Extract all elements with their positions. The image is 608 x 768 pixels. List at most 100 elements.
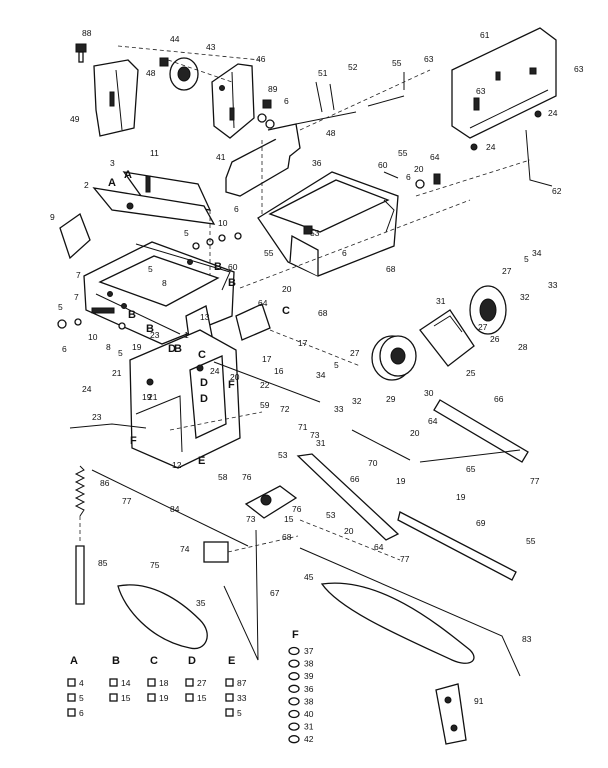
callout-7: 7 [76, 270, 81, 280]
legend-stack-item: 39 [304, 671, 314, 681]
callout-24: 24 [82, 384, 92, 394]
callout-29: 29 [386, 394, 396, 404]
part-46-bracket [211, 63, 255, 139]
legend-group-e-heading: E [228, 655, 235, 667]
callout-19: 19 [142, 392, 152, 402]
letter-tag-a: A [108, 177, 116, 189]
callout-55: 55 [392, 58, 402, 68]
callout-19: 19 [396, 476, 406, 486]
callout-1: 1 [184, 330, 189, 340]
callout-72: 72 [280, 404, 290, 414]
part-29-pulley [371, 335, 417, 381]
callout-27: 27 [350, 348, 360, 358]
callout-30: 30 [424, 388, 434, 398]
callout-53: 53 [278, 450, 288, 460]
part-35-belt [117, 584, 208, 650]
legend-item: 18 [159, 678, 169, 688]
hardware-icon [288, 735, 300, 744]
callout-63: 63 [424, 54, 434, 64]
hardware-icon [288, 722, 300, 731]
callout-45: 45 [304, 572, 314, 582]
letter-tag-c: C [282, 305, 290, 317]
part-91-plate [435, 683, 467, 745]
callout-74: 74 [180, 544, 190, 554]
callout-53: 53 [310, 228, 320, 238]
callout-5: 5 [334, 360, 339, 370]
callout-34: 34 [316, 370, 326, 380]
legend-item: 33 [237, 693, 247, 703]
part-12-bracket [129, 329, 241, 469]
part-2-plate [92, 187, 216, 225]
legend-item: 4 [79, 678, 84, 688]
letter-tag-f: F [228, 379, 235, 391]
callout-24: 24 [548, 108, 558, 118]
legend-item: 5 [79, 693, 84, 703]
part-bolt-row-upper [192, 232, 242, 250]
callout-32: 32 [352, 396, 362, 406]
letter-tag-d: D [200, 377, 208, 389]
hardware-icon [225, 708, 234, 717]
callout-66: 66 [350, 474, 360, 484]
letter-tag-b: B [128, 309, 136, 321]
callout-88: 88 [82, 28, 92, 38]
callout-48: 48 [146, 68, 156, 78]
part-88-bolt [75, 43, 87, 63]
callout-75: 75 [150, 560, 160, 570]
callout-55: 55 [264, 248, 274, 258]
part-45-belt [320, 582, 475, 664]
part-65-bar [419, 449, 521, 463]
callout-25: 25 [466, 368, 476, 378]
callout-6: 6 [284, 96, 289, 106]
letter-tag-b: B [228, 277, 236, 289]
callout-52: 52 [348, 62, 358, 72]
part-84-rod [91, 469, 249, 547]
callout-77: 77 [122, 496, 132, 506]
callout-33: 33 [548, 280, 558, 290]
hardware-legend: A456B1415C1819D2715E87335F37383936384031… [67, 629, 314, 744]
legend-item: 5 [237, 708, 242, 718]
legend-item: 14 [121, 678, 131, 688]
callout-36: 36 [312, 158, 322, 168]
callout-5: 5 [184, 228, 189, 238]
part-85-rod [75, 545, 85, 605]
part-69-bar [397, 511, 517, 581]
callout-76: 76 [292, 504, 302, 514]
callout-67: 67 [270, 588, 280, 598]
callout-51: 51 [318, 68, 328, 78]
callout-64: 64 [430, 152, 440, 162]
legend-group-c-heading: C [150, 655, 158, 667]
legend-group-f-heading: F [292, 629, 299, 641]
callout-10: 10 [218, 218, 228, 228]
hardware-icon [288, 672, 300, 681]
callout-77: 77 [530, 476, 540, 486]
hardware-icon [225, 678, 234, 687]
callout-6: 6 [406, 172, 411, 182]
callout-35: 35 [196, 598, 206, 608]
callout-6: 6 [342, 248, 347, 258]
callout-65: 65 [466, 464, 476, 474]
callout-2: 2 [84, 180, 89, 190]
callout-34: 34 [532, 248, 542, 258]
callout-68: 68 [386, 264, 396, 274]
letter-tag-d: D [168, 343, 176, 355]
callout-44: 44 [170, 34, 180, 44]
legend-item: 15 [121, 693, 131, 703]
callout-8: 8 [162, 278, 167, 288]
hardware-icon [67, 693, 76, 702]
callout-41: 41 [216, 152, 226, 162]
callout-49: 49 [70, 114, 80, 124]
part-89-bolt [257, 99, 275, 129]
callout-5: 5 [118, 348, 123, 358]
callout-31: 31 [316, 438, 326, 448]
callout-5: 5 [58, 302, 63, 312]
callout-16: 16 [274, 366, 284, 376]
callout-6: 6 [62, 344, 67, 354]
part-60-bolt-set [383, 171, 441, 189]
part-62-bracket [470, 110, 553, 187]
part-1-frame [83, 241, 235, 345]
callout-64: 64 [258, 298, 268, 308]
callout-11: 11 [150, 148, 159, 158]
callout-68: 68 [318, 308, 328, 318]
